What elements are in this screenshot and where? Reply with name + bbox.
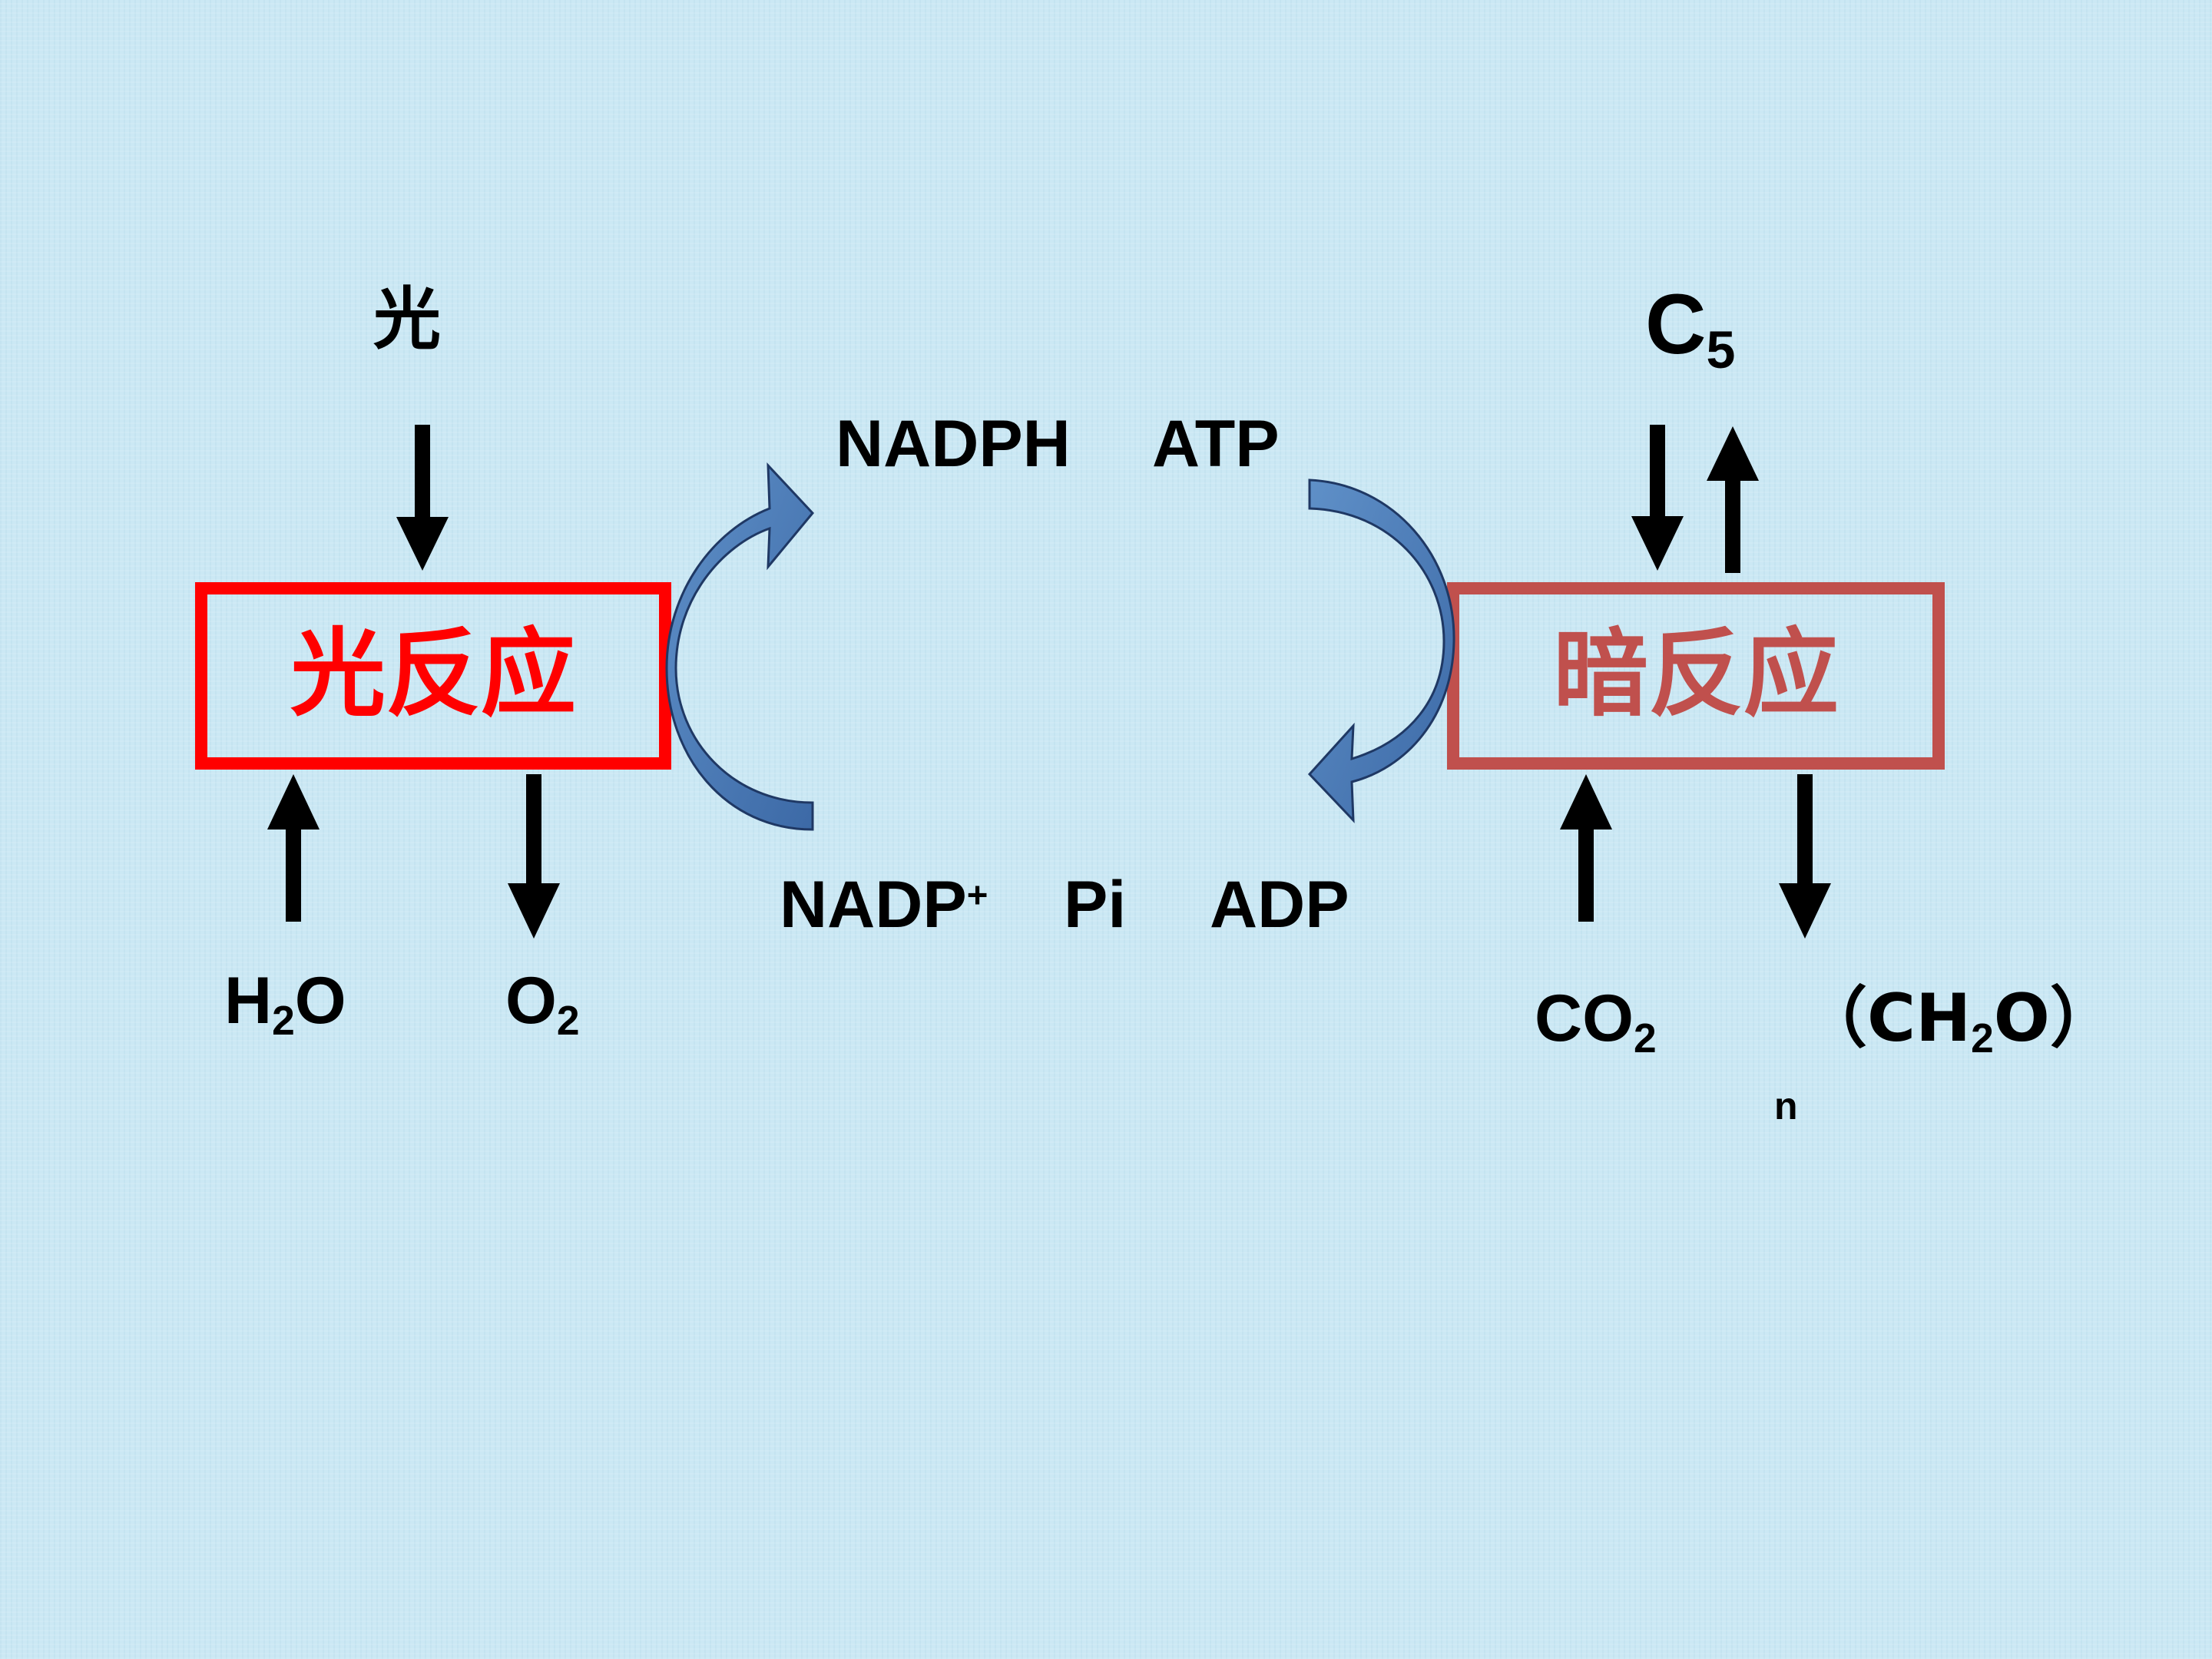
c5-up-arrow	[1707, 426, 1759, 573]
h2o-label: H2O	[224, 968, 346, 1041]
o2-sub: 2	[556, 998, 580, 1044]
left-curved-arrow	[665, 462, 814, 831]
light-input-label: 光	[373, 280, 442, 359]
ch2o-label: （CH2O）	[1801, 985, 2116, 1059]
co2-up-arrow	[1560, 774, 1612, 922]
h2o-up-arrow	[267, 774, 320, 922]
ch2o-sub: 2	[1971, 1015, 1994, 1061]
atp-label: ATP	[1152, 407, 1280, 481]
right-curved-arrow	[1307, 478, 1455, 823]
nadp-sup: +	[966, 875, 988, 916]
c5-label: C5	[1645, 283, 1735, 377]
h2o-base: H	[224, 964, 273, 1038]
nadph-label: NADPH	[836, 407, 1071, 481]
nadp-plus-label: NADP+	[780, 872, 988, 938]
light-down-arrow	[396, 425, 449, 571]
ch2o-open: （CH	[1801, 980, 1972, 1057]
co2-base: CO	[1535, 982, 1634, 1055]
dark-reaction-title: 暗反应	[1552, 619, 1839, 730]
o2-label: O2	[505, 968, 580, 1041]
c5-down-arrow	[1631, 425, 1684, 571]
co2-label: CO2	[1535, 985, 1657, 1059]
adp-label: ADP	[1210, 868, 1349, 942]
co2-sub: 2	[1634, 1015, 1657, 1061]
h2o-sub: 2	[272, 998, 295, 1044]
pi-label: Pi	[1064, 868, 1127, 942]
light-reaction-box	[195, 582, 671, 770]
light-reaction-title: 光反应	[290, 619, 576, 730]
ch2o-tail: O）	[1993, 980, 2116, 1057]
n-label: n	[1774, 1084, 1798, 1128]
ch2o-down-arrow	[1779, 774, 1831, 939]
dark-reaction-box	[1447, 582, 1945, 770]
c5-base: C	[1645, 277, 1707, 372]
c5-sub: 5	[1706, 321, 1736, 380]
h2o-tail: O	[294, 964, 346, 1038]
nadp-base: NADP	[780, 868, 967, 942]
o2-base: O	[505, 964, 557, 1038]
o2-down-arrow	[508, 774, 560, 939]
